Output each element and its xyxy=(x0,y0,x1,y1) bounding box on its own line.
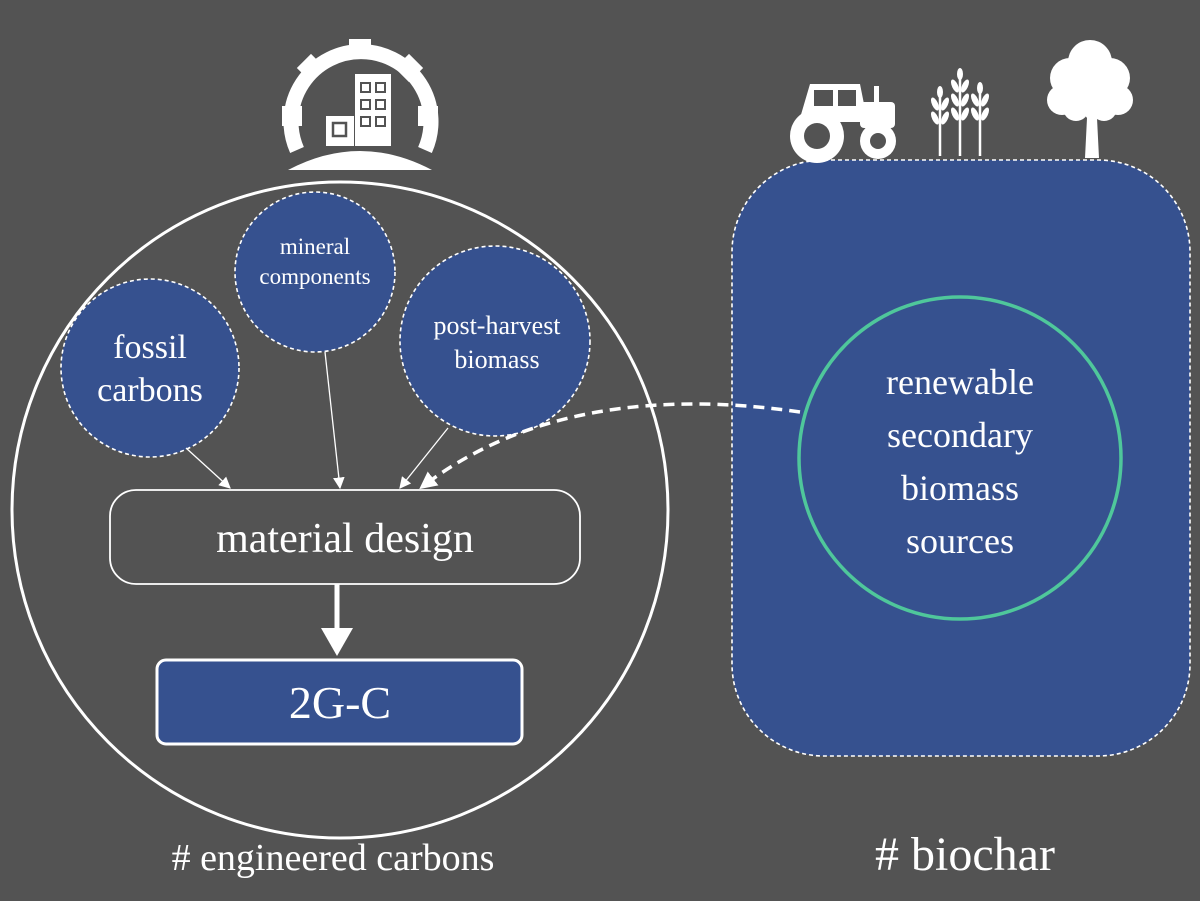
postharvest-line-2: biomass xyxy=(454,345,539,374)
arrow-mineral-to-design xyxy=(324,351,345,490)
product-label: 2G-C xyxy=(289,677,391,728)
wheat-icon xyxy=(930,68,990,156)
postharvest-line-1: post-harvest xyxy=(433,311,561,340)
input-node-mineral-components: mineral components xyxy=(234,191,396,353)
renewable-line-3: biomass xyxy=(901,468,1019,508)
arrow-fossil-to-design xyxy=(185,447,231,489)
engineered-carbons-boundary xyxy=(10,180,670,840)
tractor-icon xyxy=(790,84,896,163)
product-2g-c-box: 2G-C xyxy=(155,658,524,746)
biochar-panel xyxy=(731,159,1191,757)
renewable-line-4: sources xyxy=(906,521,1014,561)
tree-icon xyxy=(1047,40,1133,158)
mineral-line-1: mineral xyxy=(280,234,350,259)
renewable-line-1: renewable xyxy=(886,362,1034,402)
fossil-line-2: carbons xyxy=(97,372,203,409)
arrow-postharvest-to-design xyxy=(399,427,449,489)
caption-engineered-carbons: # engineered carbons xyxy=(172,837,495,879)
fossil-line-1: fossil xyxy=(113,329,187,366)
input-node-fossil-carbons: fossil carbons xyxy=(60,278,240,458)
input-node-post-harvest-biomass: post-harvest biomass xyxy=(399,245,591,437)
renewable-line-2: secondary xyxy=(887,415,1033,455)
arrow-design-to-product xyxy=(321,584,353,656)
material-design-label: material design xyxy=(216,516,474,562)
arrow-renewable-to-design xyxy=(419,402,801,490)
caption-biochar: # biochar xyxy=(875,828,1055,881)
mineral-line-2: components xyxy=(259,264,370,289)
factory-gear-icon xyxy=(282,39,439,170)
material-design-box: material design xyxy=(109,489,581,585)
renewable-sources-node: renewable secondary biomass sources xyxy=(797,295,1123,621)
